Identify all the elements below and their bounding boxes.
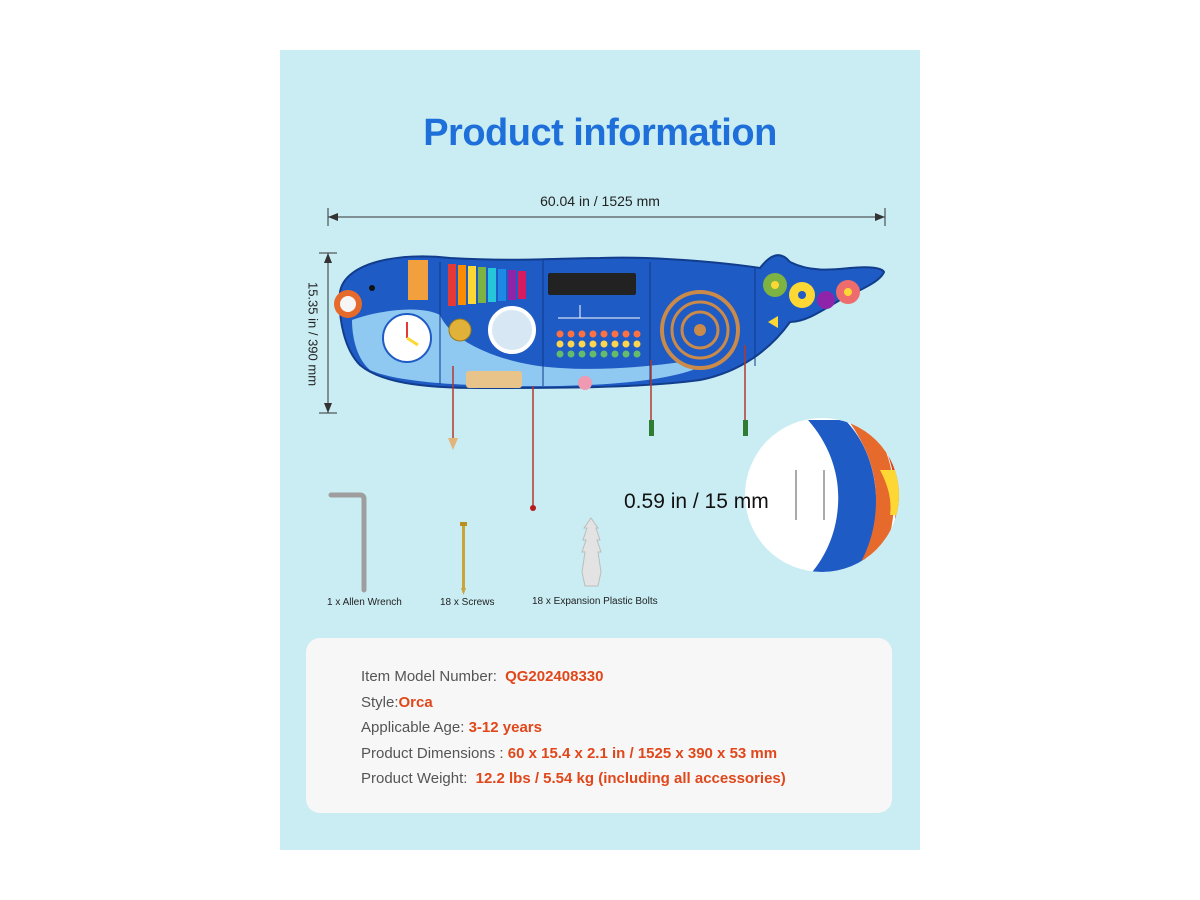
info-card: Item Model Number: QG202408330 Style:Orc…	[306, 638, 892, 813]
screw-icon	[460, 522, 467, 595]
info-label-style: Style:	[361, 694, 399, 711]
info-row-weight: Product Weight: 12.2 lbs / 5.54 kg (incl…	[361, 770, 786, 787]
allen-wrench-label: 1 x Allen Wrench	[327, 597, 402, 608]
info-value-dimensions: 60 x 15.4 x 2.1 in / 1525 x 390 x 53 mm	[507, 745, 778, 762]
info-label-model: Item Model Number:	[361, 668, 497, 685]
maze	[660, 290, 740, 370]
info-label-age: Applicable Age:	[361, 719, 465, 736]
screws-label: 18 x Screws	[440, 597, 495, 608]
octopus-icon	[578, 376, 592, 390]
hanging-strings	[448, 345, 748, 511]
clock-icon	[382, 313, 432, 363]
info-value-model: QG202408330	[505, 668, 604, 685]
width-dimension-line	[327, 208, 886, 226]
info-row-dimensions: Product Dimensions : 60 x 15.4 x 2.1 in …	[361, 745, 777, 762]
info-value-style: Orca	[398, 694, 433, 711]
abacus	[556, 305, 641, 358]
info-label-weight: Product Weight:	[361, 770, 468, 787]
xylophone	[445, 263, 533, 307]
height-label: 15.35 in / 390 mm	[305, 281, 321, 387]
bell-icon	[448, 318, 472, 342]
allen-wrench-icon	[328, 492, 367, 593]
page-title: Product information	[423, 112, 777, 154]
mirror	[488, 306, 536, 354]
info-label-dimensions: Product Dimensions :	[361, 745, 504, 762]
gears	[763, 273, 860, 328]
wooden-comb	[466, 371, 522, 388]
solar-panel	[548, 273, 636, 295]
wooden-block	[408, 260, 428, 300]
info-value-weight: 12.2 lbs / 5.54 kg (including all access…	[475, 770, 786, 787]
expansion-bolt-icon	[581, 517, 602, 587]
info-row-style: Style:Orca	[361, 694, 433, 711]
expansion-bolts-label: 18 x Expansion Plastic Bolts	[532, 596, 658, 607]
info-row-model: Item Model Number: QG202408330	[361, 668, 603, 685]
width-label: 60.04 in / 1525 mm	[540, 193, 660, 209]
thickness-label: 0.59 in / 15 mm	[624, 490, 769, 513]
info-row-age: Applicable Age: 3-12 years	[361, 719, 542, 736]
height-dimension-line	[319, 252, 337, 414]
info-value-age: 3-12 years	[468, 719, 542, 736]
